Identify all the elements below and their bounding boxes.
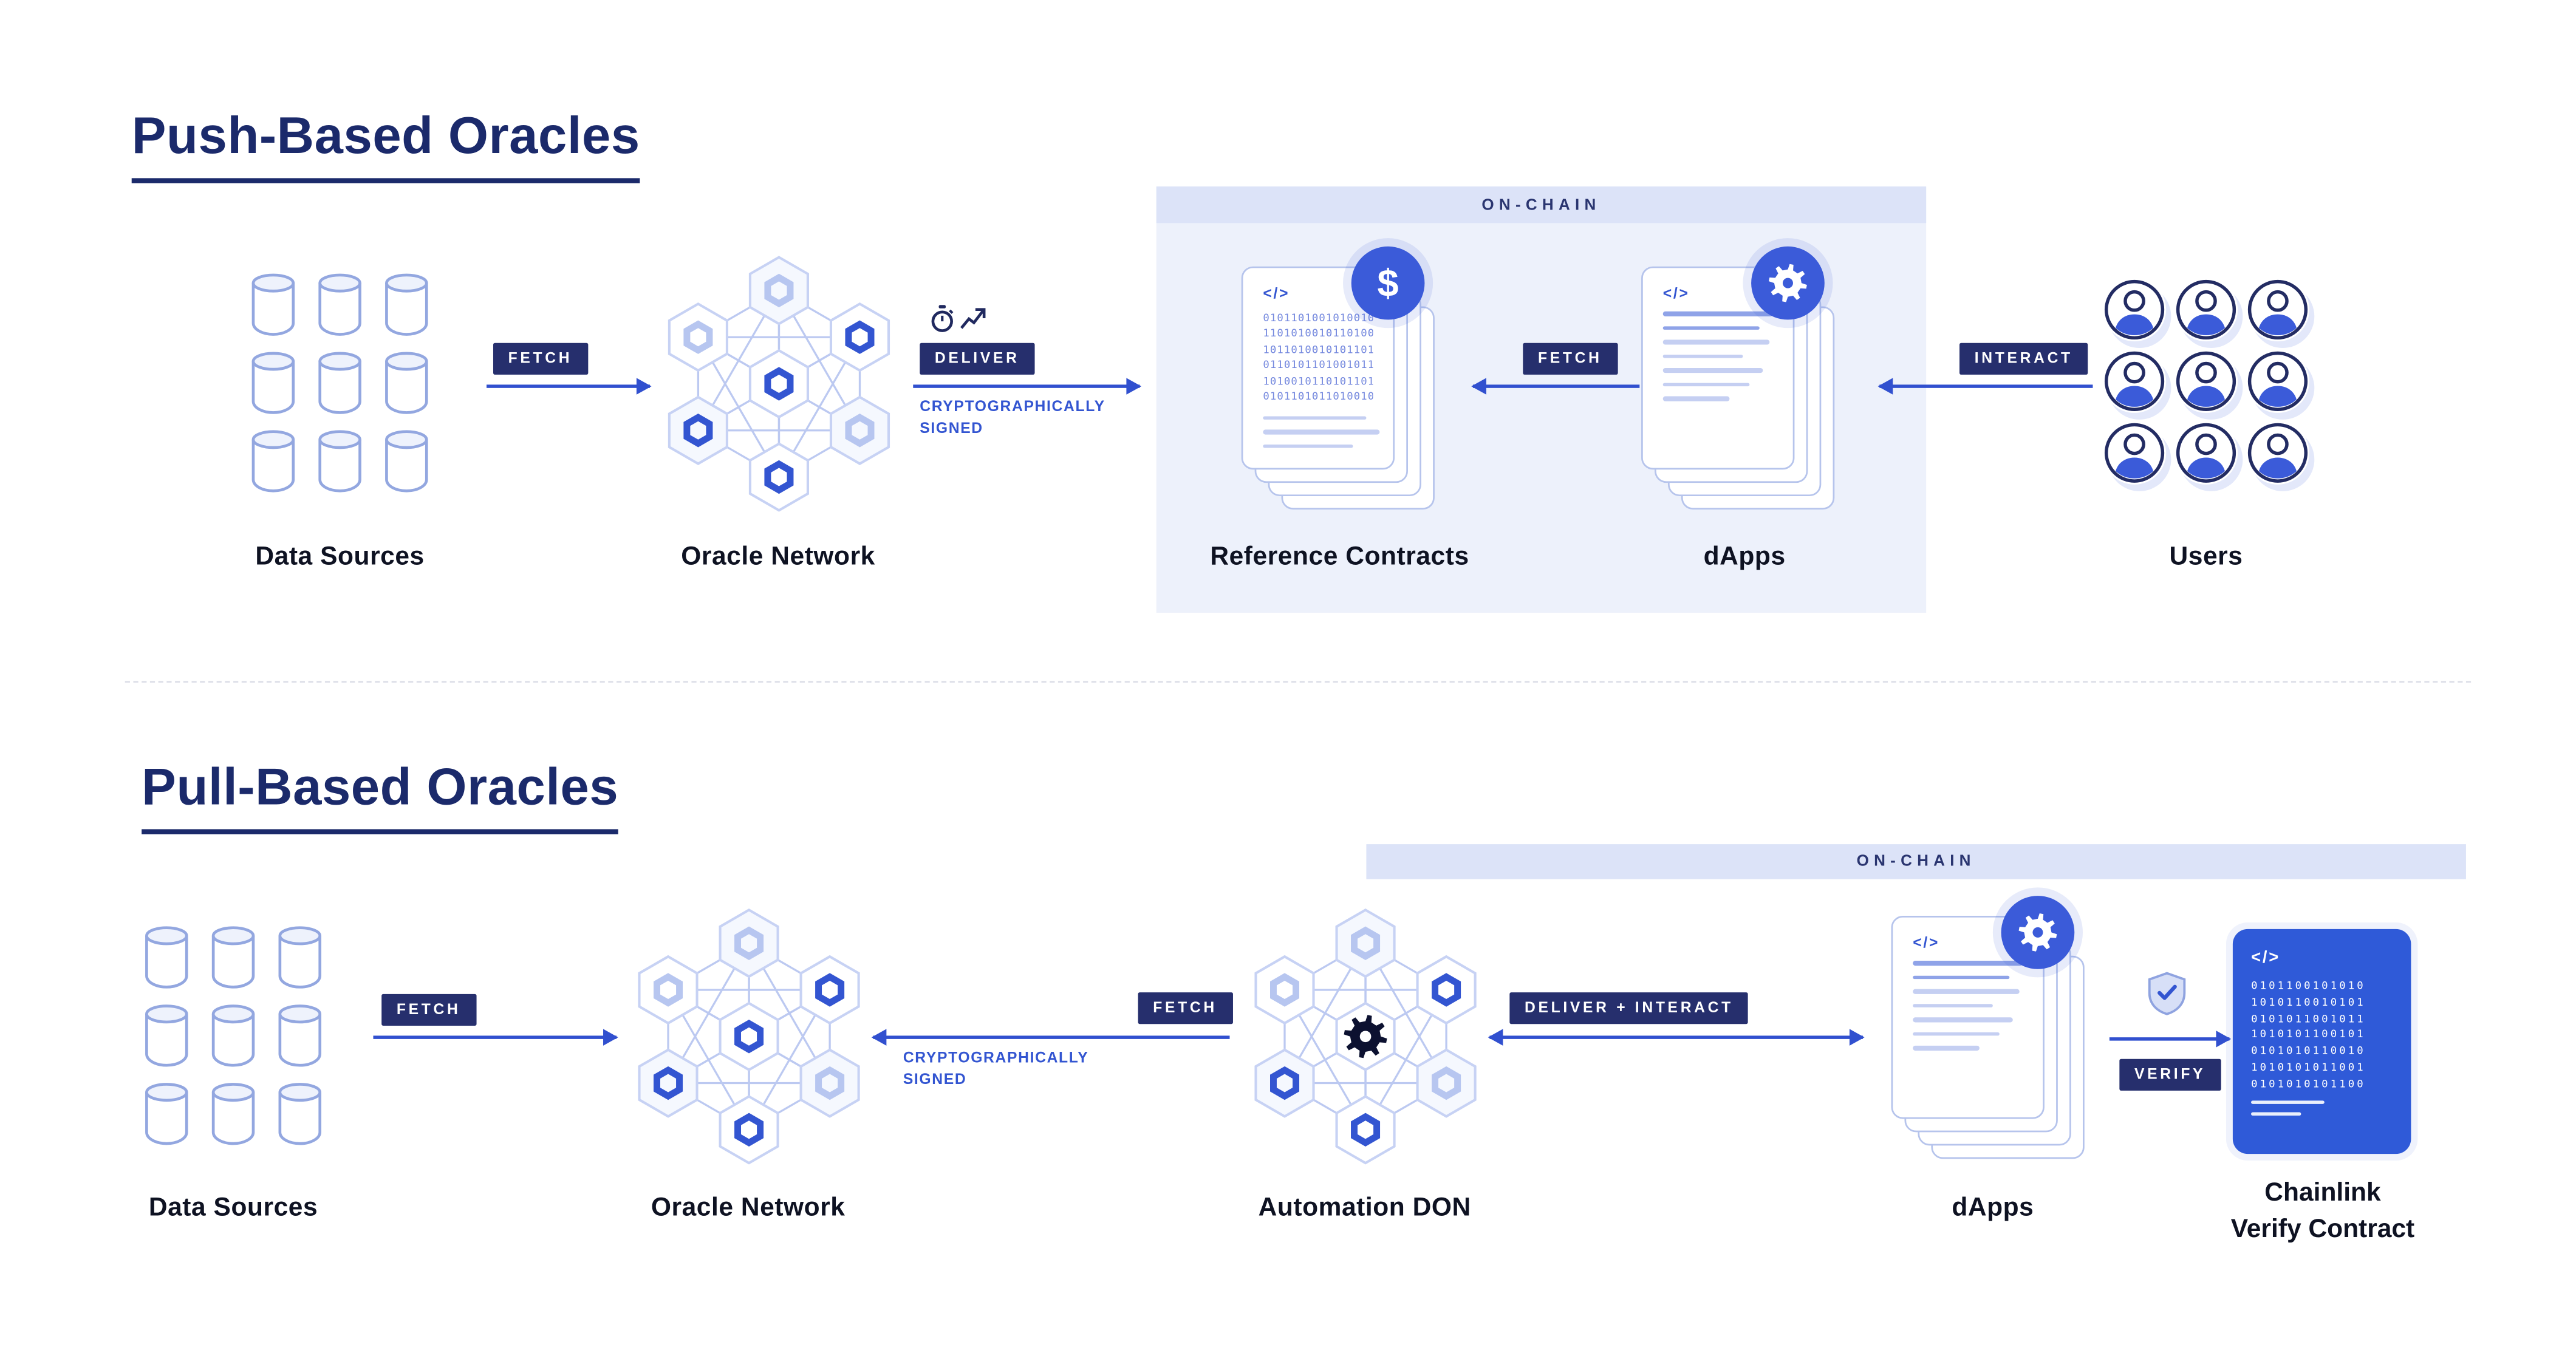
pull-oracle-network-icon bbox=[620, 899, 878, 1174]
push-title: Push-Based Oracles bbox=[131, 106, 640, 183]
automation-don-label: Automation DON bbox=[1258, 1193, 1471, 1222]
deliver-arrow bbox=[913, 377, 1142, 394]
pull-onchain-label: ON-CHAIN bbox=[1366, 844, 2466, 879]
push-dapps-label: dApps bbox=[1703, 542, 1786, 571]
deliver-badge: DELIVER bbox=[920, 343, 1035, 375]
stopwatch-trend-icon bbox=[931, 305, 986, 332]
push-data-sources-icon bbox=[250, 271, 429, 494]
pull-data-sources-icon bbox=[143, 924, 323, 1147]
pull-oracle-network-label: Oracle Network bbox=[651, 1193, 846, 1222]
push-oracle-network-icon bbox=[650, 247, 908, 521]
reference-contracts-label: Reference Contracts bbox=[1210, 542, 1469, 571]
verify-contract-label-line2: Verify Contract bbox=[2230, 1216, 2415, 1245]
gear-glyph bbox=[2016, 911, 2059, 954]
dollar-icon: $ bbox=[1351, 246, 1425, 320]
pull-crypto-signed-label: CRYPTOGRAPHICALLY SIGNED bbox=[903, 1049, 1088, 1088]
verify-contract-label: Chainlink Verify Contract bbox=[2156, 1176, 2490, 1250]
deliver-interact-badge: DELIVER + INTERACT bbox=[1509, 992, 1749, 1024]
gear-icon bbox=[2001, 896, 2075, 969]
pull-dapps-label: dApps bbox=[1952, 1193, 2034, 1222]
automation-don-icon bbox=[1236, 899, 1494, 1174]
verify-arrow bbox=[2109, 1029, 2232, 1047]
push-fetch-arrow-2 bbox=[1471, 377, 1640, 394]
dollar-glyph: $ bbox=[1377, 261, 1399, 304]
verify-badge: VERIFY bbox=[2119, 1058, 2221, 1091]
pull-dapps-icon: </> bbox=[1891, 915, 2091, 1165]
section-divider bbox=[125, 681, 2472, 683]
push-onchain-label: ON-CHAIN bbox=[1156, 186, 1927, 223]
shield-check-icon bbox=[2148, 972, 2186, 1015]
interact-badge: INTERACT bbox=[1959, 343, 2088, 375]
push-oracle-network-label: Oracle Network bbox=[681, 542, 875, 571]
gear-glyph bbox=[1766, 261, 1809, 304]
users-label: Users bbox=[2169, 542, 2243, 571]
pull-fetch-arrow-2 bbox=[871, 1028, 1230, 1045]
push-fetch-arrow-1 bbox=[487, 377, 652, 394]
users-icon bbox=[2103, 278, 2309, 485]
gear-icon bbox=[1751, 246, 1825, 320]
reference-contracts-icon: </>0101101001010010110101101010010110100… bbox=[1241, 266, 1441, 516]
pull-fetch-badge-2: FETCH bbox=[1138, 992, 1232, 1024]
deliver-interact-arrow bbox=[1488, 1028, 1865, 1045]
push-fetch-badge-2: FETCH bbox=[1523, 343, 1618, 375]
push-data-sources-label: Data Sources bbox=[255, 542, 425, 571]
code-icon: </> bbox=[2251, 949, 2280, 967]
pull-fetch-arrow-1 bbox=[373, 1028, 618, 1045]
push-crypto-signed-label: CRYPTOGRAPHICALLY SIGNED bbox=[920, 398, 1105, 437]
pull-data-sources-label: Data Sources bbox=[148, 1193, 318, 1222]
interact-arrow bbox=[1877, 377, 2093, 394]
pull-fetch-badge-1: FETCH bbox=[381, 994, 476, 1026]
push-fetch-badge-1: FETCH bbox=[493, 343, 587, 375]
verify-contract-label-line1: Chainlink bbox=[2264, 1179, 2381, 1207]
push-dapps-icon: </> bbox=[1641, 266, 1841, 516]
pull-title: Pull-Based Oracles bbox=[142, 758, 619, 834]
